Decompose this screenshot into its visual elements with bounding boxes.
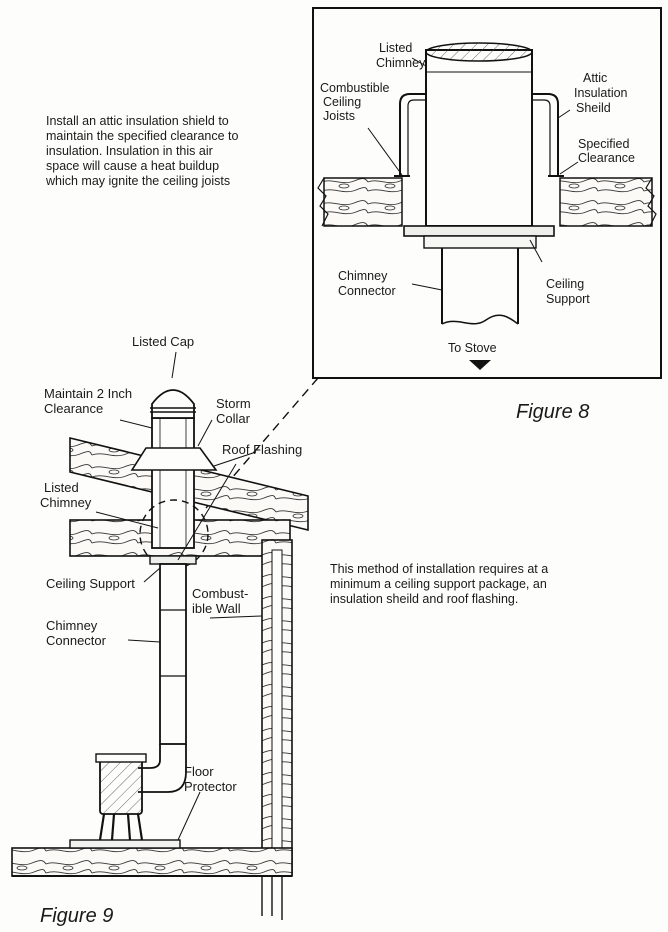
wood-stove [95, 753, 147, 841]
svg-text:Combustible Ceiling: Combustible Ceiling Joists [320, 81, 393, 123]
fig9-label-maintain-1: Maintain 2 Inch [44, 386, 132, 401]
attic-note-line-2: maintain the specified clearance to [46, 129, 239, 143]
floor-protector [69, 839, 181, 849]
figure-8-detail: Listed Chimney Combustible Ceiling Joist… [312, 7, 662, 423]
svg-text:Chimney Connector: Chimney Connector [338, 269, 396, 298]
attic-note-line-4: space will cause a heat buildup [46, 159, 220, 173]
fig8-label-attic-1: Attic [583, 71, 607, 85]
to-stove-arrow-icon [469, 360, 491, 370]
fig8-label-clearance-1: Specified [578, 137, 629, 151]
installation-method-note: This method of installation requires at … [330, 562, 548, 607]
fig8-label-connector-2: Connector [338, 284, 396, 298]
ceiling-support-plate [403, 225, 555, 237]
method-note-line-3: insulation sheild and roof flashing. [330, 592, 519, 606]
fig9-label-maintain-2: Clearance [44, 401, 103, 416]
fig9-label-floor-1: Floor [184, 764, 214, 779]
figure-8-caption: Figure 8 [516, 401, 589, 423]
fig9-label-storm-2: Collar [216, 411, 251, 426]
method-note-line-2: minimum a ceiling support package, an [330, 577, 547, 591]
fig9-label-connector-2: Connector [46, 633, 107, 648]
fig9-label-connector-1: Chimney [46, 618, 98, 633]
svg-text:Attic Insulation: Attic Insulation Sheild [574, 71, 631, 115]
fig8-label-combustible-2: Ceiling [323, 95, 361, 109]
fig9-label-wall-1: Combust- [192, 586, 248, 601]
svg-text:Listed Chimney: Listed Chimney [376, 41, 426, 70]
fig9-label-storm-1: Storm [216, 396, 251, 411]
svg-text:Specified Clearance: Specified Clearance [578, 137, 635, 165]
storm-collar [130, 447, 218, 471]
listed-chimney-section [151, 417, 195, 549]
svg-text:Combust- ible Wall: Combust- ible Wall [192, 586, 252, 616]
fig8-label-attic-3: Sheild [576, 101, 611, 115]
chimney-top-section [425, 42, 533, 62]
attic-note-line-3: insulation. Insulation in this air [46, 144, 213, 158]
fig9-label-chimney-2: Chimney [40, 495, 92, 510]
ceiling-joist-right [559, 177, 653, 227]
fig9-label-floor-2: Protector [184, 779, 237, 794]
fig9-label-wall-2: ible Wall [192, 601, 241, 616]
ceiling-joist-left [323, 177, 403, 227]
fig9-label-listed-cap: Listed Cap [132, 334, 194, 349]
svg-text:Floor Protector: Floor Protector [184, 764, 237, 794]
fig8-label-listed-chimney-2: Chimney [376, 56, 426, 70]
listed-chimney-pipe [425, 49, 533, 227]
chimney-connector-pipe-fig9 [159, 563, 187, 745]
fig8-label-support-2: Support [546, 292, 590, 306]
fig8-label-clearance-2: Clearance [578, 151, 635, 165]
listed-cap-icon [151, 389, 195, 419]
fig8-label-attic-2: Insulation [574, 86, 628, 100]
fig8-label-connector-1: Chimney [338, 269, 388, 283]
fig8-label-combustible-1: Combustible [320, 81, 390, 95]
method-note-line-1: This method of installation requires at … [330, 562, 549, 576]
fig9-label-chimney-1: Listed [44, 480, 79, 495]
svg-text:Chimney Connector: Chimney Connector [46, 618, 107, 648]
attic-note-line-1: Install an attic insulation shield to [46, 114, 229, 128]
fig9-label-roof-flashing: Roof Flashing [222, 442, 302, 457]
fig8-label-combustible-3: Joists [323, 109, 355, 123]
fig8-label-listed-chimney-1: Listed [379, 41, 412, 55]
attic-note-line-5: which may ignite the ceiling joists [46, 174, 231, 188]
fig9-label-ceiling-support: Ceiling Support [46, 576, 135, 591]
chimney-connector-pipe [441, 248, 519, 324]
svg-text:Ceiling Support: Ceiling Support [546, 277, 590, 306]
fig8-label-support-1: Ceiling [546, 277, 584, 291]
attic-shield-note: Install an attic insulation shield to ma… [46, 114, 238, 189]
fig8-label-to-stove: To Stove [448, 341, 497, 355]
svg-text:Maintain 2 Inch Cleara: Maintain 2 Inch Clearance [44, 386, 136, 416]
figure-9-caption: Figure 9 [40, 905, 113, 927]
svg-text:Listed Chimney: Listed Chimney [40, 480, 92, 510]
svg-text:Storm Collar: Storm Collar [216, 396, 254, 426]
figure-9-installation: Listed Cap Maintain 2 Inch Clearance Sto… [11, 334, 309, 927]
floor-section [11, 847, 293, 877]
